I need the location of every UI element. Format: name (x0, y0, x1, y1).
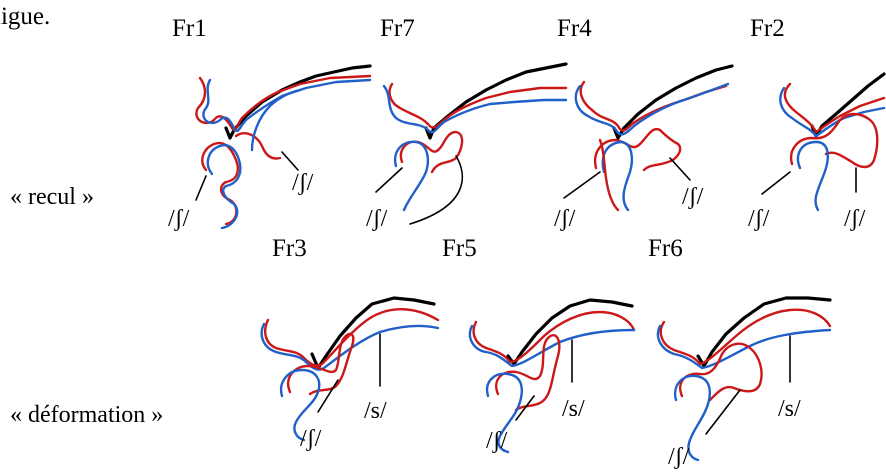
panel-fr7: /ʃ/ (366, 62, 568, 232)
red-tongue (593, 127, 682, 172)
blue-contour (468, 324, 636, 368)
blue-contour (382, 84, 568, 134)
blue-contour (574, 82, 730, 136)
phoneme-label: /s/ (364, 398, 387, 424)
header-fragment: ligue. (0, 3, 50, 30)
blue-tongue (279, 368, 321, 442)
red-tongue (495, 334, 561, 412)
phoneme-label: /ʃ/ (668, 444, 690, 470)
phoneme-label: /s/ (778, 396, 801, 422)
panel-fr3: /ʃ/ /s/ (260, 296, 440, 452)
blue-tongue (393, 140, 430, 212)
leader-line (281, 151, 299, 171)
blue-tongue (796, 140, 829, 212)
phoneme-label: /ʃ/ (292, 170, 314, 196)
blue-contour (779, 86, 886, 138)
phoneme-label: /s/ (562, 396, 585, 422)
panel-title-fr6: Fr6 (648, 235, 683, 262)
panel-fr6: /ʃ/ /s/ (656, 296, 832, 470)
phoneme-label: /ʃ/ (168, 206, 190, 232)
red-tongue-back (234, 132, 282, 160)
red-contour (195, 74, 372, 132)
phoneme-label: /ʃ/ (844, 206, 866, 232)
category-recul: « recul » (10, 184, 94, 210)
category-deformation: « déformation » (10, 402, 163, 428)
leader-line (195, 175, 207, 201)
red-contour (388, 82, 568, 129)
red-tongue (679, 342, 763, 402)
red-contour (472, 310, 636, 364)
red-contour (659, 308, 832, 366)
red-tongue (287, 332, 355, 396)
blue-contour (202, 78, 372, 133)
leader-line (705, 389, 741, 435)
blue-tongue (485, 372, 523, 454)
panel-fr2: /ʃ/ /ʃ/ (748, 72, 886, 232)
leader-line (317, 379, 339, 413)
leader-line (515, 395, 535, 421)
phoneme-label: /ʃ/ (366, 206, 388, 232)
blue-tongue-back (250, 88, 302, 152)
leader-line (761, 171, 791, 195)
phoneme-label: /ʃ/ (682, 184, 704, 210)
leader-line (375, 167, 403, 193)
leader-line (563, 171, 601, 199)
blue-tongue (601, 140, 634, 212)
panel-title-fr2: Fr2 (750, 15, 785, 42)
blue-tongue (206, 144, 242, 230)
red-contour (579, 80, 728, 132)
red-tongue (789, 112, 879, 169)
phoneme-label: /ʃ/ (300, 426, 322, 452)
phoneme-label: /ʃ/ (486, 428, 508, 454)
panel-title-fr7: Fr7 (380, 15, 415, 42)
leader-line (669, 157, 691, 181)
panel-title-fr1: Fr1 (172, 15, 207, 42)
red-contour (264, 308, 440, 367)
blue-contour (260, 322, 440, 371)
phoneme-label: /ʃ/ (748, 206, 770, 232)
blue-contour (656, 324, 832, 370)
panel-title-fr3: Fr3 (272, 235, 307, 262)
panel-fr5: /ʃ/ /s/ (468, 298, 636, 454)
phoneme-label: /ʃ/ (554, 206, 576, 232)
leader-curve (409, 155, 464, 225)
blue-tongue (673, 374, 711, 462)
red-tongue-lower (598, 138, 620, 212)
panel-title-fr4: Fr4 (557, 15, 592, 42)
panel-fr1: /ʃ/ /ʃ/ (168, 64, 372, 232)
red-contour (783, 82, 886, 134)
panel-title-fr5: Fr5 (442, 235, 477, 262)
palate-contour (310, 296, 436, 370)
palate-contour (506, 298, 634, 366)
panel-fr4: /ʃ/ /ʃ/ (554, 64, 734, 232)
